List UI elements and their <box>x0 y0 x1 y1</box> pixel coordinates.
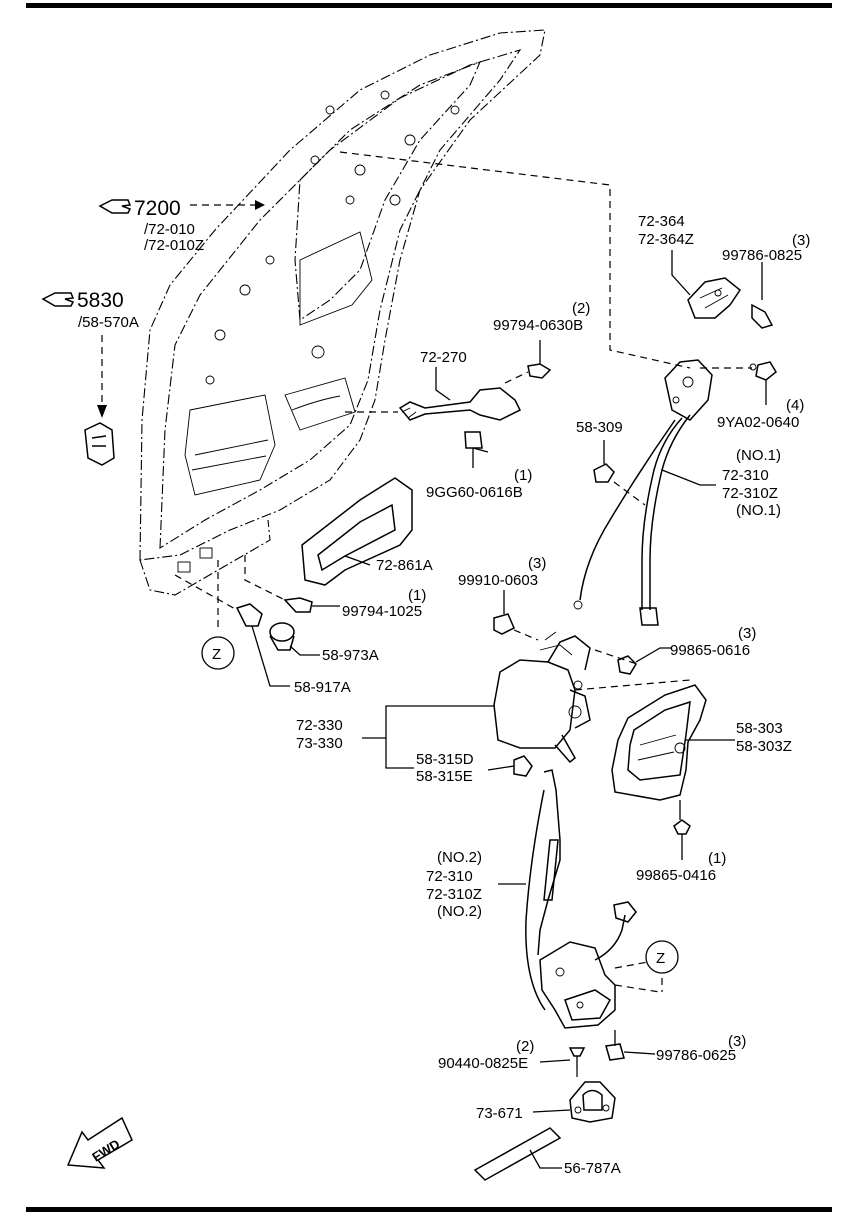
label-72-310-no1: 72-310 <box>722 467 769 484</box>
door-bracket <box>84 422 115 466</box>
label-72-310z-no2: 72-310Z <box>426 886 482 903</box>
qty-99865-0616: (3) <box>738 625 756 642</box>
ref-5830-code: 5830 <box>77 289 124 312</box>
scuff-plate <box>473 1127 562 1181</box>
screw-90440-0825e <box>539 1047 586 1070</box>
label-58-315e: 58-315E <box>416 768 473 785</box>
label-72-861a: 72-861A <box>376 557 433 574</box>
qty-99786-0825: (3) <box>792 232 810 249</box>
screw-99865-0616 <box>617 647 672 675</box>
inner-handle-assembly <box>493 631 691 764</box>
qty-99910-0603: (3) <box>528 555 546 572</box>
ref-5830-alt1: /58-570A <box>78 314 139 331</box>
label-99865-0416: 99865-0416 <box>636 867 716 884</box>
label-56-787a: 56-787A <box>564 1160 621 1177</box>
label-9gg60-0616b: 9GG60-0616B <box>426 484 523 501</box>
label-73-671: 73-671 <box>476 1105 523 1122</box>
zone-z-top: Z <box>212 646 221 663</box>
fwd-label: FWD <box>89 1136 122 1164</box>
label-99786-0625: 99786-0625 <box>656 1047 736 1064</box>
label-73-330: 73-330 <box>296 735 343 752</box>
cable-no2 <box>498 769 561 1011</box>
qty-99794-1025: (1) <box>408 587 426 604</box>
screw-99865-0416 <box>673 819 691 860</box>
lower-latch <box>539 901 663 1029</box>
screw-99794-1025 <box>244 555 340 613</box>
label-58-303: 58-303 <box>736 720 783 737</box>
label-90440-0825e: 90440-0825E <box>438 1055 528 1072</box>
handle-bezel <box>611 684 735 820</box>
label-99794-0630b: 99794-0630B <box>493 317 583 334</box>
bolt-58-917a <box>174 560 290 687</box>
upper-latch-bracket <box>671 250 774 329</box>
label-72-310-no2: 72-310 <box>426 868 473 885</box>
top-border <box>26 3 832 8</box>
ref-7200-alt1: /72-010 <box>144 221 195 238</box>
door-check-rod <box>345 340 552 468</box>
qty-90440-0825e: (2) <box>516 1038 534 1055</box>
label-58-917a: 58-917A <box>294 679 351 696</box>
cable-no1 <box>573 414 716 626</box>
label-99910-0603: 99910-0603 <box>458 572 538 589</box>
label-72-330: 72-330 <box>296 717 343 734</box>
no2-top: (NO.2) <box>437 849 482 866</box>
qty-9gg60-0616b: (1) <box>514 467 532 484</box>
zone-z-bottom: Z <box>656 950 665 967</box>
label-58-315d: 58-315D <box>416 751 474 768</box>
upper-latch <box>664 359 777 421</box>
label-99794-1025: 99794-1025 <box>342 603 422 620</box>
label-9ya02-0640: 9YA02-0640 <box>717 414 799 431</box>
zone-z-marker-bottom <box>645 940 679 974</box>
no1-bottom: (NO.1) <box>736 502 781 519</box>
nut-99910-0603 <box>493 590 539 641</box>
label-72-310z-no1: 72-310Z <box>722 485 778 502</box>
clip-58-973a <box>269 622 320 656</box>
label-72-364z: 72-364Z <box>638 231 694 248</box>
label-58-973a: 58-973A <box>322 647 379 664</box>
qty-99786-0625: (3) <box>728 1033 746 1050</box>
qty-9ya02-0640: (4) <box>786 397 804 414</box>
label-72-270: 72-270 <box>420 349 467 366</box>
no1-top: (NO.1) <box>736 447 781 464</box>
qty-99865-0416: (1) <box>708 850 726 867</box>
clip-58-315d <box>487 755 533 777</box>
qty-99794-0630b: (2) <box>572 300 590 317</box>
ref-7200: 7200 /72-010 /72-010Z <box>98 197 265 254</box>
ref-7200-alt2: /72-010Z <box>144 237 204 254</box>
bracket-72-330 <box>385 705 494 769</box>
label-72-364: 72-364 <box>638 213 685 230</box>
hand-pointer-icon <box>98 199 132 214</box>
door-panel <box>139 29 546 596</box>
zone-z-marker-top <box>201 636 235 670</box>
hand-pointer-icon <box>41 292 75 307</box>
label-99786-0825: 99786-0825 <box>722 247 802 264</box>
screw-99786-0625 <box>605 1030 656 1061</box>
label-58-303z: 58-303Z <box>736 738 792 755</box>
no2-bottom: (NO.2) <box>437 903 482 920</box>
label-58-309: 58-309 <box>576 419 623 436</box>
ref-7200-code: 7200 <box>134 197 181 220</box>
bottom-border <box>26 1207 832 1212</box>
fwd-arrow-icon: FWD <box>66 1116 133 1169</box>
waterproof-shield <box>301 477 413 586</box>
ref-5830: 5830 /58-570A <box>41 289 139 418</box>
label-99865-0616: 99865-0616 <box>670 642 750 659</box>
striker <box>532 1070 616 1123</box>
